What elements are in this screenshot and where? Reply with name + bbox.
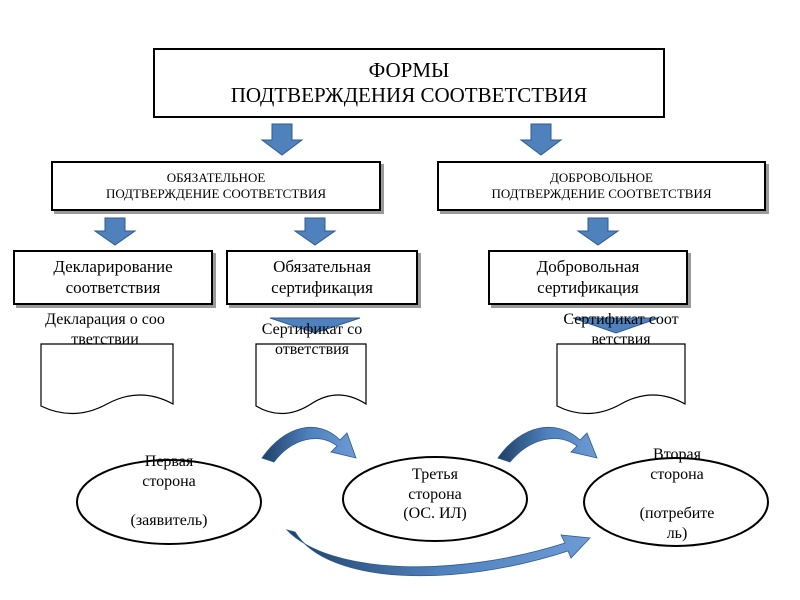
document-declaration-shape [40,343,174,415]
second-party-line3: (потребите [639,505,715,523]
down-arrow-icon [93,217,137,246]
voluntary-line2: ПОДТВЕРЖДЕНИЕ СООТВЕТСТВИЯ [491,186,712,201]
down-arrow-icon [269,317,361,334]
down-arrow-icon [576,217,620,246]
declaration-line1: Декларирование [53,257,173,277]
down-arrow-icon [519,123,563,156]
third-party-text: Третья сторона (ОС. ИЛ) [380,465,490,524]
down-arrow-icon [572,317,660,334]
curved-arrow-icon [285,529,591,577]
down-arrow-icon [260,123,304,156]
declaration-line2: соответствия [65,277,161,297]
down-arrow-icon [293,217,337,246]
third-party-line2: сторона [408,485,462,503]
declaration-box: Декларирование соответствия [13,250,213,305]
first-party-text: Первая сторона (заявитель) [110,452,228,531]
mandatory-certification-box: Обязательная сертификация [226,250,418,305]
second-party-line4: ль) [666,524,688,542]
voluntary-certification-box: Добровольная сертификация [488,250,688,305]
voluntary-line1: ДОБРОВОЛЬНОЕ [550,170,653,186]
third-party-oval [342,456,528,542]
second-party-oval [583,457,769,547]
first-party-line3: (заявитель) [130,512,208,530]
document-cert-voluntary-shape [556,343,686,415]
first-party-line1: Первая [144,453,194,470]
curved-arrow-icon [497,426,598,463]
doc-declaration-text: Декларация о соответствии [45,311,165,348]
doc-cert-mandatory-text: Сертификат соответствия [261,321,363,358]
second-party-line1: Вторая [653,446,701,463]
document-cert-mandatory-shape [255,343,367,415]
title-line2: ПОДТВЕРЖДЕНИЯ СООТВЕТСТВИЯ [230,83,588,107]
third-party-line1: Третья [412,466,458,483]
doc-cert-voluntary-text: Сертификат соответствия [563,311,679,348]
mandatory-line2: ПОДТВЕРЖДЕНИЕ СООТВЕТСТВИЯ [105,186,327,201]
mandatory-line1: ОБЯЗАТЕЛЬНОЕ [166,170,266,186]
mandatory-confirmation-box: ОБЯЗАТЕЛЬНОЕ ПОДТВЕРЖДЕНИЕ СООТВЕТСТВИЯ [51,161,381,211]
first-party-line2: сторона [142,472,196,490]
voluntary-cert-line1: Добровольная [536,257,640,277]
title-line1: ФОРМЫ [368,57,450,82]
voluntary-confirmation-box: ДОБРОВОЛЬНОЕ ПОДТВЕРЖДЕНИЕ СООТВЕТСТВИЯ [437,161,766,211]
third-party-line3: (ОС. ИЛ) [403,505,467,523]
title-box: ФОРМЫ ПОДТВЕРЖДЕНИЯ СООТВЕТСТВИЯ [153,48,665,118]
second-party-text: Вторая сторона (потребите ль) [615,445,739,543]
mandatory-cert-line2: сертификация [271,277,373,297]
curved-arrow-icon [261,426,357,463]
voluntary-cert-line2: сертификация [537,277,639,297]
first-party-oval [76,459,262,545]
second-party-line2: сторона [650,465,704,483]
mandatory-cert-line1: Обязательная [273,257,371,277]
